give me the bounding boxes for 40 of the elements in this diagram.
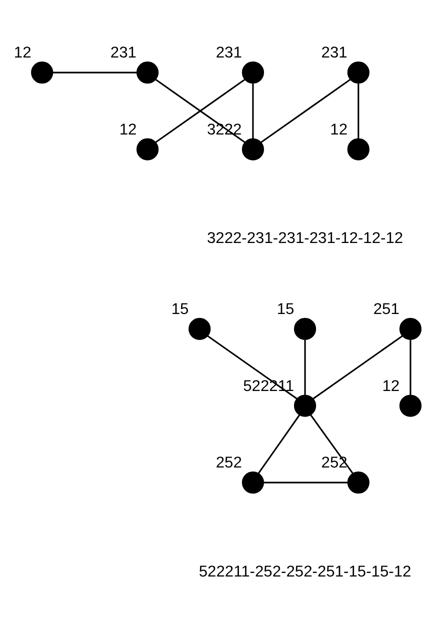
node-circle (242, 138, 264, 160)
node-circle (242, 471, 264, 494)
connector (410, 339, 412, 394)
node-label: 12 (330, 121, 348, 138)
node-circle (294, 394, 316, 416)
connector (264, 481, 348, 483)
node-label: 15 (276, 300, 294, 318)
connector (52, 71, 137, 73)
node-label: 231 (110, 44, 136, 62)
connector (207, 334, 298, 399)
node-circle (399, 394, 422, 416)
node-circle (347, 471, 370, 494)
connector (260, 78, 351, 143)
connector (310, 414, 354, 474)
connector (304, 339, 306, 394)
node-label: 12 (119, 121, 137, 138)
node-label: 12 (382, 377, 400, 394)
connector (258, 414, 300, 474)
connector (312, 334, 403, 399)
connector (252, 83, 254, 138)
label: 522211-252-252-251-15-15-12 (198, 562, 412, 580)
node-circle (188, 317, 211, 340)
node-label: 15 (171, 300, 189, 318)
node-label: 252 (321, 454, 348, 472)
node-circle (347, 60, 370, 84)
connector (155, 78, 246, 143)
connector (358, 83, 360, 138)
node-circle (31, 60, 54, 84)
node-circle (399, 317, 422, 340)
node-label: 251 (373, 300, 400, 318)
node-circle (242, 60, 264, 84)
node-label: 231 (216, 44, 242, 62)
node-label: 231 (321, 44, 348, 62)
node-circle (136, 138, 159, 160)
node-label: 12 (14, 44, 32, 62)
node-circle (294, 317, 316, 340)
node-circle (136, 60, 159, 84)
node-label: 252 (216, 454, 242, 472)
node-circle (347, 138, 370, 160)
label: 3222-231-231-231-12-12-12 (206, 230, 404, 247)
